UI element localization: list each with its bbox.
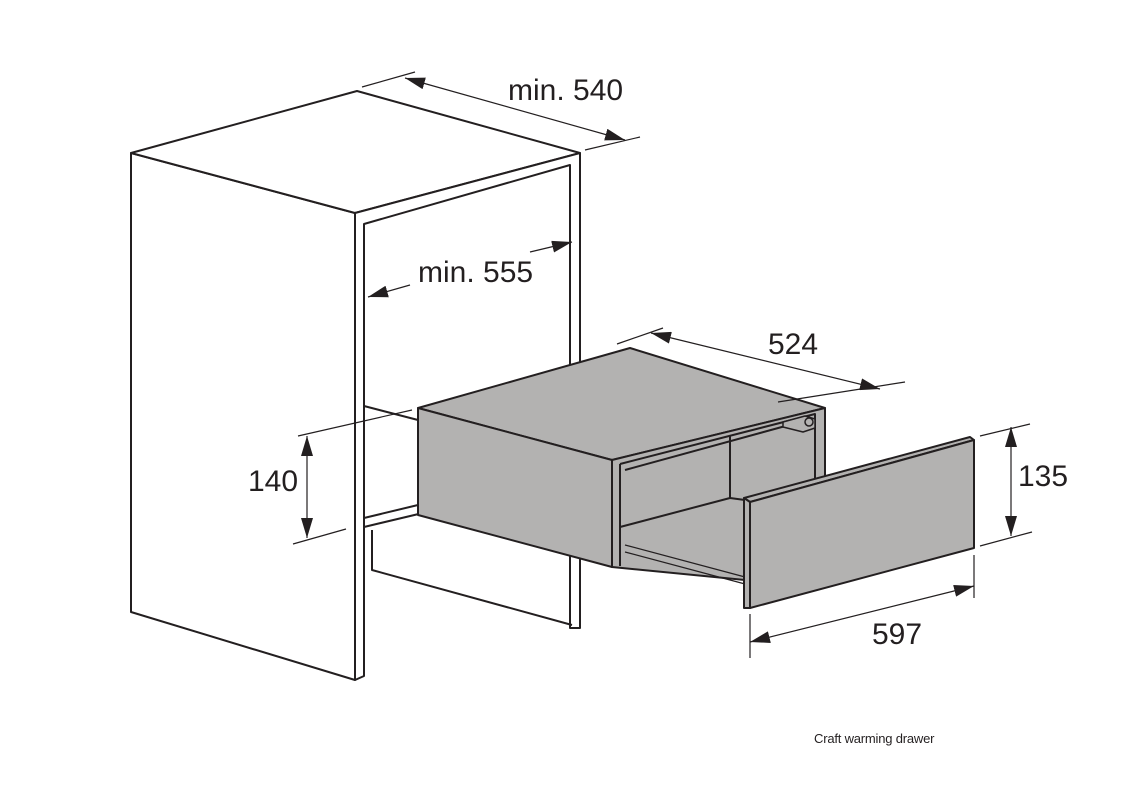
bracket-screw-icon: [804, 417, 814, 427]
cabinet-side-panel: [130, 152, 356, 681]
cabinet-front-frame: [354, 152, 581, 681]
dimension-label-cabinet-width: min. 555: [418, 256, 533, 289]
dimension-cabinet-width: min. 555: [367, 240, 573, 298]
dimension-label-drawer-depth: 524: [768, 328, 818, 361]
dimension-front-height: 135: [979, 423, 1068, 547]
drawer-front: [743, 436, 975, 609]
dimension-label-niche-height: 140: [248, 465, 298, 498]
dimension-label-front-height: 135: [1018, 460, 1068, 493]
dimension-cabinet-depth: min. 540: [361, 71, 641, 151]
cabinet: [130, 90, 581, 681]
drawer-front-panel: [749, 439, 975, 609]
dimension-label-cabinet-depth: min. 540: [508, 74, 623, 107]
dimension-label-front-width: 597: [872, 618, 922, 651]
diagram-caption: Craft warming drawer: [814, 731, 935, 746]
mounting-bracket: [782, 415, 816, 433]
dimension-drawer-depth: 524: [616, 327, 906, 403]
dimension-niche-height: 140: [248, 409, 413, 545]
dimension-front-width: 597: [749, 555, 975, 658]
drawer-housing: [417, 347, 826, 585]
